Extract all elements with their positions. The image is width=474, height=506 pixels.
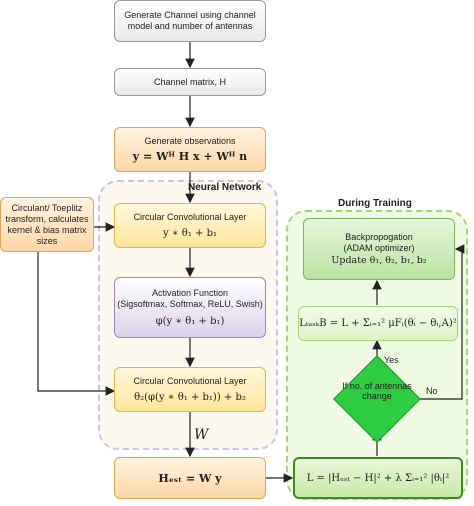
backprop-update: Update θ₁, θ₂, b₁, b₂ [331, 254, 427, 266]
w-edge-label: W [194, 427, 209, 443]
arrow-circ-to-conv2 [37, 252, 116, 396]
no-label: No [426, 386, 438, 396]
neural-network-label: Neural Network [188, 182, 262, 193]
during-training-label: During Training [335, 198, 415, 209]
conv-layer-1-title: Circular Convolutional Layer [133, 211, 247, 222]
activation-function-box: Activation Function (Sigsoftmax, Softmax… [114, 277, 266, 338]
loss-box: L = |Hₑₛₜ − H|² + λ Σᵢ₌₁² |θᵢ|² [293, 457, 463, 499]
backprop-optimizer: (ADAM optimizer) [343, 242, 415, 253]
conv-layer-2-box: Circular Convolutional Layer θ₂(φ(y ∗ θ₁… [114, 367, 266, 412]
generate-observations-equation: y = Wᴴ H x + Wᴴ n [132, 150, 248, 163]
generate-observations-title: Generate observations [144, 136, 236, 146]
backprop-title: Backpropogation [345, 231, 413, 242]
yes-label: Yes [384, 355, 399, 365]
h-est-equation: Hₑₛₜ = W y [158, 471, 222, 485]
generate-channel-box: Generate Channel using channel model and… [114, 0, 266, 42]
circulant-transform-text: Circulant/ Toeplitz transform, calculate… [5, 202, 89, 246]
task-loss-box: LₜₐₛₖB = L + Σᵢ₌₁² μFᵢ(θᵢ − θᵢ,A)² [298, 306, 458, 341]
circulant-transform-box: Circulant/ Toeplitz transform, calculate… [0, 197, 94, 252]
arrow-decision-no-to-backprop [410, 244, 465, 400]
conv-layer-1-equation: y ∗ θ₁ + b₁ [163, 227, 217, 239]
conv-layer-2-title: Circular Convolutional Layer [133, 375, 247, 386]
loss-equation: L = |Hₑₛₜ − H|² + λ Σᵢ₌₁² |θᵢ|² [306, 472, 450, 484]
activation-title: Activation Function [151, 287, 229, 298]
conv-layer-1-box: Circular Convolutional Layer y ∗ θ₁ + b₁ [114, 203, 266, 248]
h-est-box: Hₑₛₜ = W y [114, 457, 266, 499]
conv-layer-2-equation: θ₂(φ(y ∗ θ₁ + b₁)) + b₂ [134, 391, 246, 403]
task-loss-equation: LₜₐₛₖB = L + Σᵢ₌₁² μFᵢ(θᵢ − θᵢ,A)² [299, 318, 457, 329]
channel-matrix-text: Channel matrix, H [153, 76, 227, 87]
decision-text: If no. of antennas change [342, 381, 412, 401]
activation-options: (Sigsoftmax, Softmax, ReLU, Swish) [117, 298, 263, 309]
generate-observations-box: Generate observations y = Wᴴ H x + Wᴴ n [114, 127, 266, 172]
generate-channel-text: Generate Channel using channel model and… [124, 10, 256, 31]
activation-equation: φ(y ∗ θ₁ + b₁) [155, 315, 225, 327]
channel-matrix-box: Channel matrix, H [114, 68, 266, 96]
backprop-box: Backpropogation (ADAM optimizer) Update … [303, 218, 455, 280]
